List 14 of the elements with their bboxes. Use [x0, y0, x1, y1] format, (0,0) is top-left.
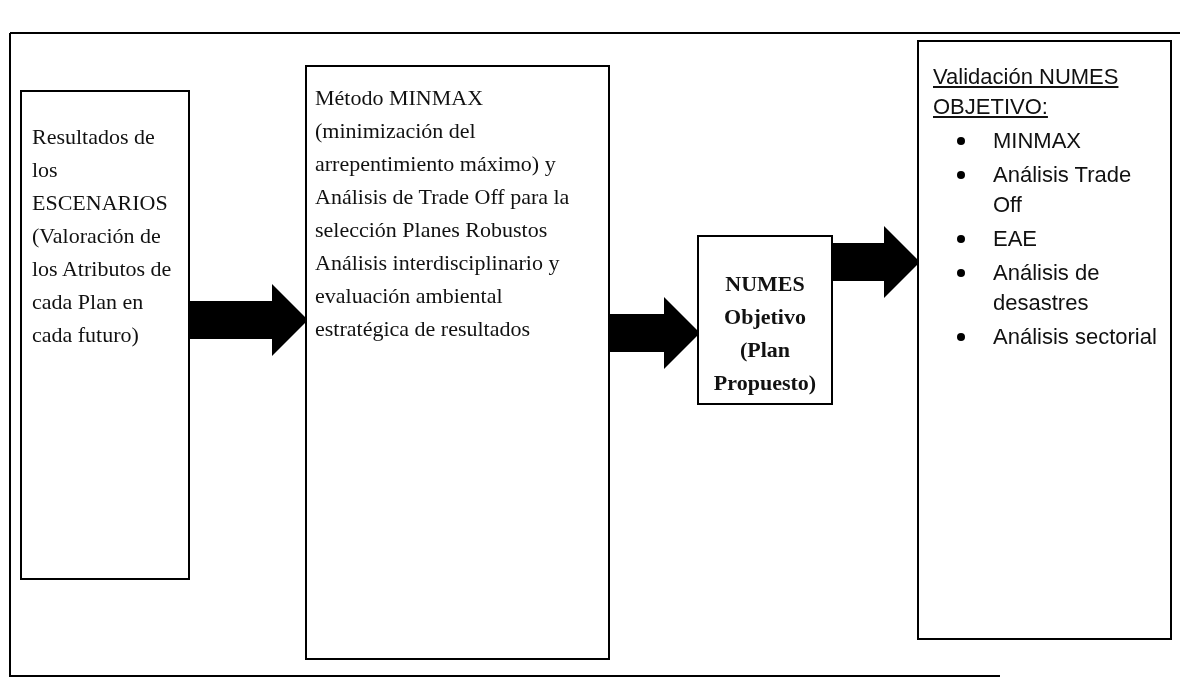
box-text: Análisis interdisciplinario y evaluación ambiental estratégica de resultados [315, 249, 561, 343]
bullet-item: Análisis Trade Off [993, 160, 1162, 220]
process-box [305, 65, 610, 660]
box-text: NUMES Objetivo (Plan Propuesto) [712, 270, 818, 397]
box-heading: Validación NUMES OBJETIVO: [933, 63, 1120, 121]
process-box [697, 235, 833, 405]
process-box [917, 40, 1172, 640]
process-box [20, 90, 190, 580]
bullet-item: EAE [993, 224, 1162, 254]
bullet-item: Análisis sectorial [993, 322, 1162, 352]
box-text: Método MINMAX (minimización del arrepentimiento máximo) y Análisis de Trade Off para la selección Planes Robustos [315, 84, 571, 244]
bullet-item: MINMAX [993, 126, 1162, 156]
box-text: Resultados de los ESCENARIOS (Valoración de los Atributos de cada Plan en cada futuro) [32, 123, 173, 349]
bullet-item: Análisis de desastres [993, 258, 1162, 318]
